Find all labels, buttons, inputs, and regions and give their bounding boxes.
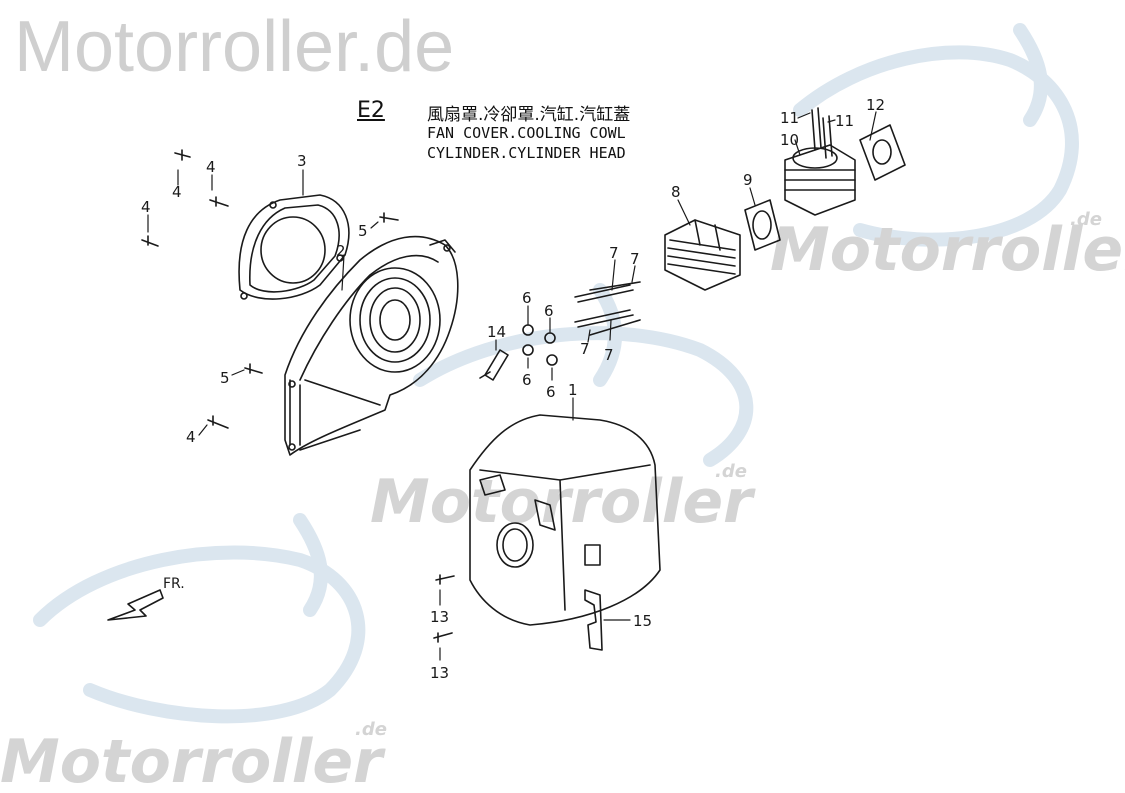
- callout-6-d: 6: [546, 383, 556, 401]
- part-nuts: [522, 324, 558, 366]
- brand-watermark-suffixes: .de .de .de: [355, 209, 1102, 740]
- title-chinese: 風扇罩.冷卻罩.汽缸.汽缸蓋: [427, 105, 631, 125]
- part-cylinder: [784, 144, 856, 216]
- callout-8: 8: [671, 183, 681, 201]
- callout-numbers: 4 4 4 3 2 5 5 4 6 6 6 6 7 7 7 7 8 9 10 1…: [141, 96, 885, 682]
- part-screws: [141, 149, 455, 643]
- callout-7-b: 7: [630, 250, 640, 268]
- scooter-logo-watermarks: [33, 23, 1079, 724]
- brand-watermark-repeats: Motorroller Motorroller Motorroller: [0, 215, 1125, 793]
- part-fan-cover: [238, 194, 350, 300]
- callout-7-d: 7: [604, 346, 614, 364]
- part-bracket: [584, 589, 603, 651]
- callout-6-c: 6: [522, 371, 532, 389]
- callout-10: 10: [780, 131, 799, 149]
- part-cooling-shroud: [284, 235, 459, 456]
- callout-11-b: 11: [835, 112, 854, 130]
- watermark-right-suffix: .de: [1070, 209, 1102, 230]
- callout-11-a: 11: [780, 109, 799, 127]
- part-head-gasket: [859, 124, 906, 181]
- part-studs-upper: [811, 107, 833, 159]
- callout-3: 3: [297, 152, 307, 170]
- callout-5-a: 5: [358, 222, 368, 240]
- watermark-bottom-left: Motorroller: [0, 727, 386, 793]
- callout-6-a: 6: [522, 289, 532, 307]
- diagram-code: E2: [357, 98, 385, 123]
- leader-lines: [147, 111, 877, 661]
- title-english-line2: CYLINDER.CYLINDER HEAD: [427, 144, 626, 162]
- callout-13-a: 13: [430, 608, 449, 626]
- watermark-center-suffix: .de: [715, 461, 747, 482]
- part-long-studs: [574, 281, 641, 336]
- callout-14: 14: [487, 323, 506, 341]
- callout-9: 9: [743, 171, 753, 189]
- callout-1: 1: [568, 381, 578, 399]
- watermark-center: Motorroller: [370, 467, 756, 537]
- callout-12: 12: [866, 96, 885, 114]
- brand-watermark-top: Motorroller.de: [14, 7, 455, 87]
- part-cylinder-gasket: [744, 199, 781, 251]
- callout-15: 15: [633, 612, 652, 630]
- callout-7-a: 7: [609, 244, 619, 262]
- callout-4-c: 4: [141, 198, 151, 216]
- watermark-right: Motorroller: [770, 215, 1125, 285]
- direction-label: FR.: [163, 576, 185, 592]
- callout-6-b: 6: [544, 302, 554, 320]
- callout-4-d: 4: [186, 428, 196, 446]
- part-cylinder-head: [664, 219, 741, 291]
- watermark-bottom-suffix: .de: [355, 719, 387, 740]
- callout-7-c: 7: [580, 340, 590, 358]
- callout-4-b: 4: [206, 158, 216, 176]
- callout-4-a: 4: [172, 183, 182, 201]
- callout-13-b: 13: [430, 664, 449, 682]
- part-spark-plug: [479, 349, 509, 381]
- callout-5-b: 5: [220, 369, 230, 387]
- title-english-line1: FAN COVER.COOLING COWL: [427, 124, 626, 142]
- front-direction-arrow: [107, 589, 164, 621]
- callout-2: 2: [336, 242, 346, 260]
- part-cylinder-cowl: [469, 414, 661, 626]
